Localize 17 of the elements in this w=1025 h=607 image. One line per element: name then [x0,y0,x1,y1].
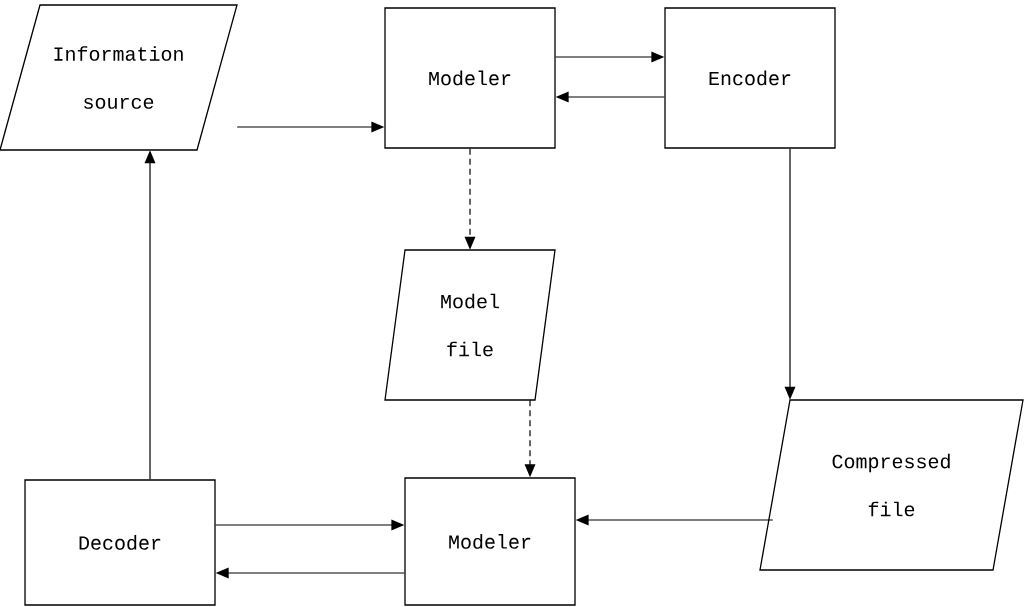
arrow [215,519,405,531]
arrow [784,148,796,400]
data-parallelogram: Compressed file [759,399,1024,571]
process-box: Decoder [24,479,216,606]
process-box: Modeler [384,7,556,149]
arrow [464,148,476,250]
arrow [575,514,774,526]
arrow [555,51,665,63]
process-box: Modeler [404,477,576,606]
arrow [555,91,665,103]
data-parallelogram: Information source [0,4,238,151]
arrow [215,567,405,579]
arrow [524,399,536,478]
arrow [144,150,156,480]
data-parallelogram: Model file [384,249,556,401]
process-box: Encoder [664,7,836,149]
arrow [236,121,385,133]
